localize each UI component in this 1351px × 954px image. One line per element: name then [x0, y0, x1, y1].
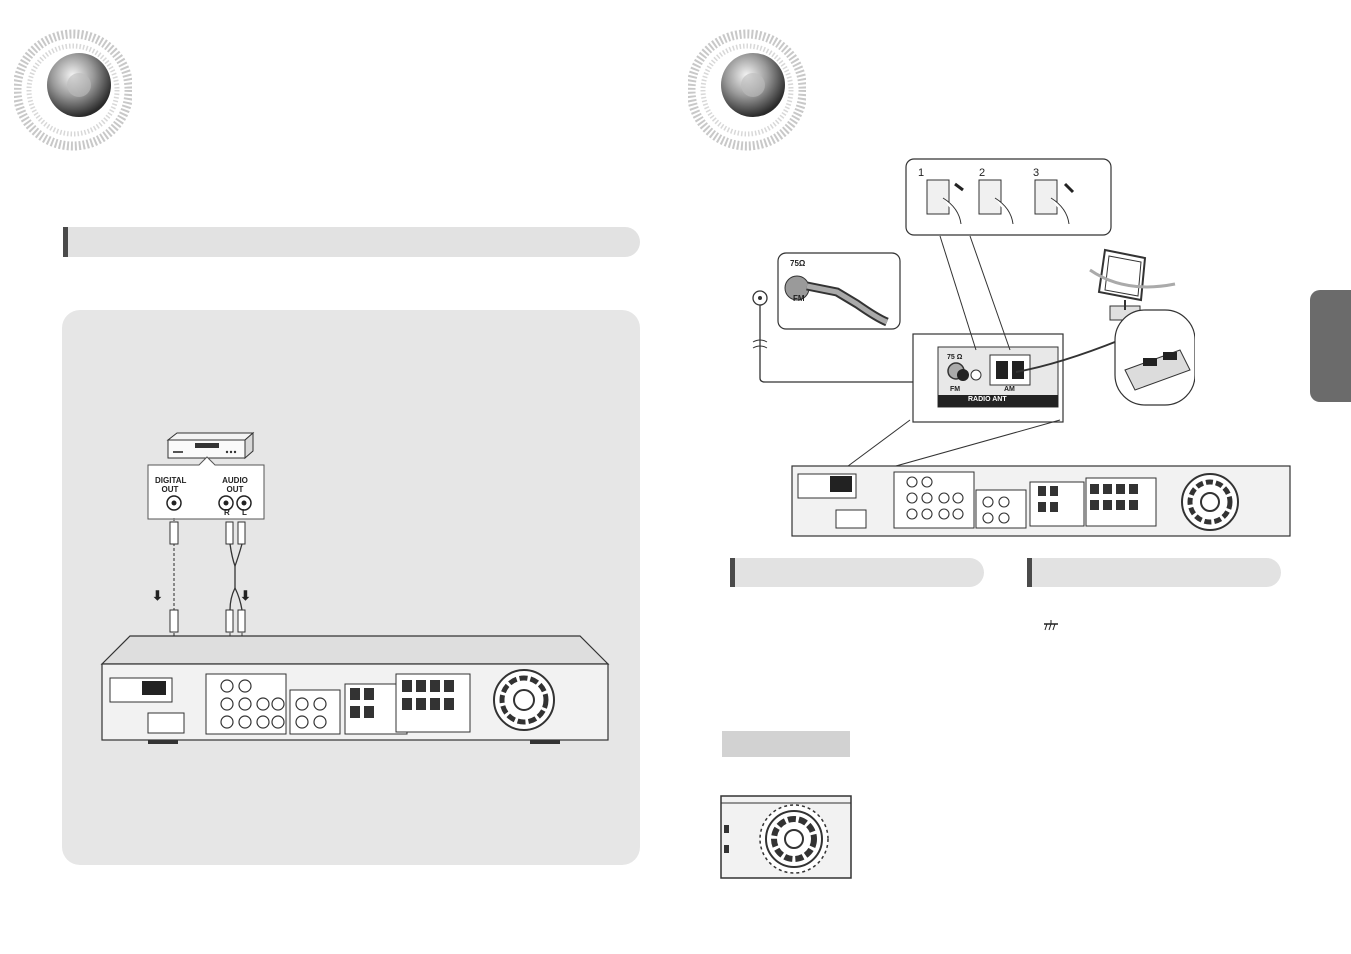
- am-antenna-steps-callout: [905, 158, 1112, 236]
- fm-callout-band: FM: [793, 294, 805, 303]
- subsection-header-bar: [1027, 558, 1281, 587]
- note-header-box: [722, 731, 850, 757]
- step-number-3: 3: [1033, 167, 1040, 179]
- fan-grille-icon: [720, 795, 852, 879]
- audio-out-label-line2: OUT: [226, 485, 244, 494]
- fm-impedance-label: 75 Ω: [947, 354, 963, 361]
- speaker-disc-icon: [14, 29, 132, 151]
- audio-out-label-line1: AUDIO: [222, 476, 248, 485]
- digital-out-label-line1: DIGITAL: [155, 476, 187, 485]
- device-output-callout: [147, 456, 265, 520]
- step-number-2: 2: [979, 167, 986, 179]
- section-header-bar: [63, 227, 640, 257]
- connection-panel: [62, 310, 640, 865]
- am-label: AM: [1004, 386, 1015, 393]
- ground-icon: [1044, 620, 1058, 631]
- external-device-illustration: [166, 431, 255, 460]
- arrow-down-icon: ⬇: [240, 588, 251, 603]
- step-number-1: 1: [918, 167, 925, 179]
- fm-label: FM: [950, 386, 961, 393]
- fm-callout-impedance: 75Ω: [790, 259, 806, 268]
- main-unit-rear-panel: [100, 635, 610, 744]
- speaker-disc-icon: [688, 29, 806, 151]
- audio-channel-l: L: [242, 508, 247, 517]
- radio-ant-label: RADIO ANT: [968, 396, 1007, 403]
- connection-cables: [169, 518, 246, 718]
- callout-pointer-lines: [839, 235, 1121, 481]
- radio-ant-panel-callout: [912, 333, 1064, 423]
- fm-antenna-wire: [752, 290, 945, 383]
- chapter-side-tab: [1310, 290, 1351, 402]
- am-loop-antenna: [1089, 248, 1195, 406]
- digital-out-label-line2: OUT: [161, 485, 179, 494]
- main-unit-rear-panel: [791, 465, 1291, 537]
- fm-connector-callout: [777, 252, 901, 330]
- subsection-header-bar: [730, 558, 984, 587]
- arrow-down-icon: ⬇: [152, 588, 163, 603]
- audio-channel-r: R: [224, 508, 230, 517]
